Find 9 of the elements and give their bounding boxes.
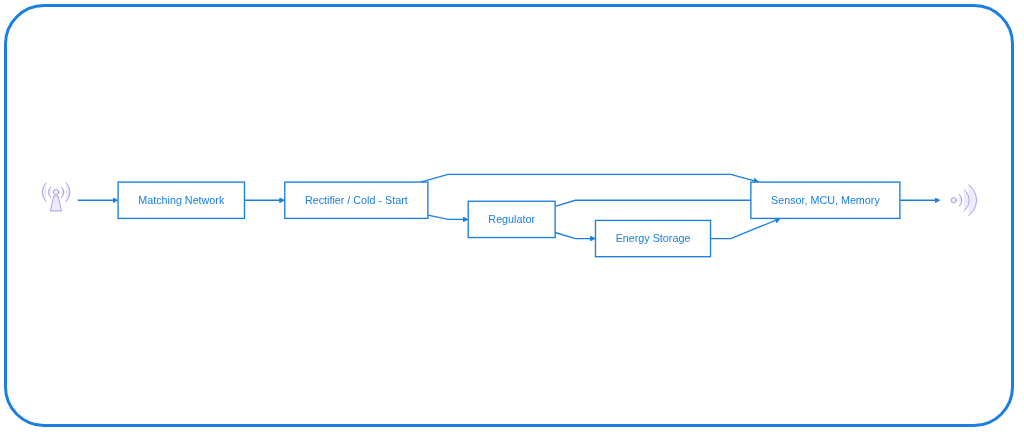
arrow <box>427 214 469 223</box>
node-box <box>284 181 429 219</box>
node-box <box>467 200 556 239</box>
arrow <box>77 197 119 204</box>
arrow <box>899 197 941 204</box>
frame-border: Matching Network Rectifier / Cold - Start Sensor, MCU, Memory Regulator Energy Storage <box>4 4 1014 427</box>
node-box <box>594 219 712 258</box>
node-box <box>117 181 246 219</box>
node-box <box>750 181 901 219</box>
